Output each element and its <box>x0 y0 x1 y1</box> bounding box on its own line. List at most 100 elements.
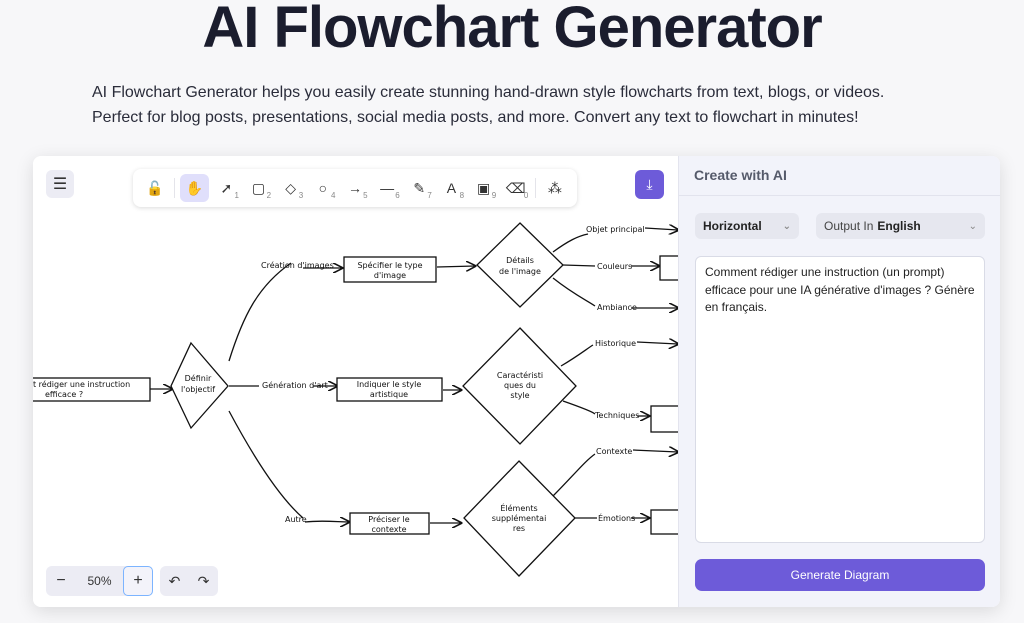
hamburger-icon: ☰ <box>52 176 68 193</box>
generate-diagram-button[interactable]: Generate Diagram <box>695 559 985 591</box>
description-line-2: Perfect for blog posts, presentations, s… <box>92 109 859 126</box>
box1-label-1: Spécifier le type <box>357 260 422 270</box>
toolbar-separator <box>534 178 536 198</box>
box3-label-2: contexte <box>371 525 406 534</box>
box-type-image[interactable] <box>343 256 437 283</box>
toolbar-separator <box>174 178 176 198</box>
lock-icon: 🔓 <box>146 179 164 196</box>
d3-label-2: supplémentai <box>492 513 547 523</box>
d1-out-main-object: Objet principal <box>586 225 645 234</box>
flowchart-diagram[interactable]: t rédiger une instruction efficace ? Déf… <box>33 156 678 607</box>
library-icon: ⁂ <box>547 179 562 196</box>
shortcut-key: 2 <box>266 191 272 200</box>
decision-label-1: Définir <box>185 373 212 383</box>
diamond-tool[interactable]: ◇3 <box>276 174 305 202</box>
shortcut-key: 3 <box>298 191 304 200</box>
arrow-tool[interactable]: →5 <box>340 174 369 202</box>
d2-out-history: Historique <box>595 339 636 348</box>
image-tool[interactable]: ▣9 <box>469 174 498 202</box>
chevron-down-icon: ⌄ <box>968 220 977 232</box>
page-description: AI Flowchart Generator helps you easily … <box>92 80 972 130</box>
decision-node-objective[interactable] <box>170 341 229 430</box>
shortcut-key: 9 <box>491 191 497 200</box>
image-icon: ▣ <box>476 179 491 196</box>
decision-node-style[interactable] <box>462 327 577 445</box>
chevron-down-icon: ⌄ <box>782 220 791 232</box>
eraser-tool[interactable]: ⌫0 <box>501 174 530 202</box>
menu-button[interactable]: ☰ <box>46 170 74 198</box>
redo-icon[interactable]: ↷ <box>197 572 210 589</box>
description-line-1: AI Flowchart Generator helps you easily … <box>92 84 885 101</box>
shortcut-key: 7 <box>427 191 432 200</box>
rectangle-tool[interactable]: ▢2 <box>244 174 273 202</box>
box1-label-2: d'image <box>374 271 406 280</box>
start-label-2: efficace ? <box>45 390 83 399</box>
line-tool[interactable]: —6 <box>373 174 402 202</box>
history-controls: ↶ ↷ <box>160 566 218 596</box>
d1-out-colors: Couleurs <box>597 262 632 271</box>
output-label: Output In <box>824 219 874 233</box>
library-tool[interactable]: ⁂ <box>540 174 569 202</box>
branch-label-art: Génération d'art <box>262 380 328 390</box>
output-language-value: English <box>877 219 921 233</box>
direction-select[interactable]: Horizontal ⌄ <box>695 213 799 239</box>
hand-tool[interactable]: ✋ <box>179 174 209 202</box>
d3-label-1: Éléments <box>500 502 537 513</box>
lock-tool[interactable]: 🔓 <box>141 174 170 202</box>
flowchart-app: t rédiger une instruction efficace ? Déf… <box>33 156 1000 607</box>
start-label-1: t rédiger une instruction <box>33 379 130 389</box>
d3-out-context: Contexte <box>596 447 632 456</box>
shortcut-key: 6 <box>395 191 400 200</box>
diamond-icon: ◇ <box>285 179 297 196</box>
text-icon: A <box>446 180 457 196</box>
panel-title: Create with AI <box>679 156 1000 196</box>
prompt-textarea[interactable]: Comment rédiger une instruction (un prom… <box>695 256 985 543</box>
shortcut-key: 1 <box>234 191 239 200</box>
d2-label-2: ques du <box>504 381 536 390</box>
diagram-canvas[interactable]: t rédiger une instruction efficace ? Déf… <box>33 156 678 607</box>
zoom-in-button[interactable]: + <box>123 566 153 596</box>
rectangle-icon: ▢ <box>251 179 266 196</box>
box-context[interactable] <box>349 512 430 535</box>
pointer-tool[interactable]: ➚1 <box>212 174 241 202</box>
page-title: AI Flowchart Generator <box>202 0 822 60</box>
shortcut-key: 5 <box>363 191 368 200</box>
ellipse-tool[interactable]: ○4 <box>308 174 337 202</box>
arrow-icon: → <box>347 180 362 196</box>
d1-label-1: Détails <box>506 255 534 265</box>
d1-out-ambiance: Ambiance <box>597 303 637 312</box>
shortcut-key: 8 <box>459 191 465 200</box>
d2-label-3: style <box>510 391 529 400</box>
direction-value: Horizontal <box>703 219 762 233</box>
branch-label-images: Création d'images <box>261 260 334 270</box>
hand-icon: ✋ <box>185 179 203 196</box>
box3-label-1: Préciser le <box>368 514 409 524</box>
pencil-tool[interactable]: ✎7 <box>405 174 434 202</box>
line-icon: — <box>380 180 395 196</box>
d1-label-2: de l'image <box>499 267 541 276</box>
zoom-out-button[interactable]: − <box>56 572 66 589</box>
box2-label-1: Indiquer le style <box>357 380 422 389</box>
branch-label-other: Autre <box>285 515 307 524</box>
output-language-select[interactable]: Output In English ⌄ <box>816 213 985 239</box>
shortcut-key: 0 <box>523 191 529 200</box>
decision-label-2: l'objectif <box>181 385 215 394</box>
undo-icon[interactable]: ↶ <box>168 572 181 589</box>
download-button[interactable]: ⤓ <box>635 170 664 199</box>
decision-node-extra[interactable] <box>463 460 576 577</box>
d3-label-3: res <box>513 524 525 533</box>
download-icon: ⤓ <box>646 176 653 192</box>
zoom-controls: − 50% + <box>46 566 153 596</box>
ai-panel: Create with AI Horizontal ⌄ Output In En… <box>678 156 1000 607</box>
d2-out-techniques: Techniques <box>594 411 639 420</box>
pencil-icon: ✎ <box>413 179 426 196</box>
ellipse-icon: ○ <box>318 180 328 196</box>
d2-label-1: Caractéristi <box>497 370 543 380</box>
box-style[interactable] <box>336 377 443 402</box>
decision-node-image-details[interactable] <box>476 222 564 308</box>
box2-label-2: artistique <box>370 390 408 399</box>
zoom-level[interactable]: 50% <box>87 574 112 588</box>
shortcut-key: 4 <box>330 191 336 200</box>
